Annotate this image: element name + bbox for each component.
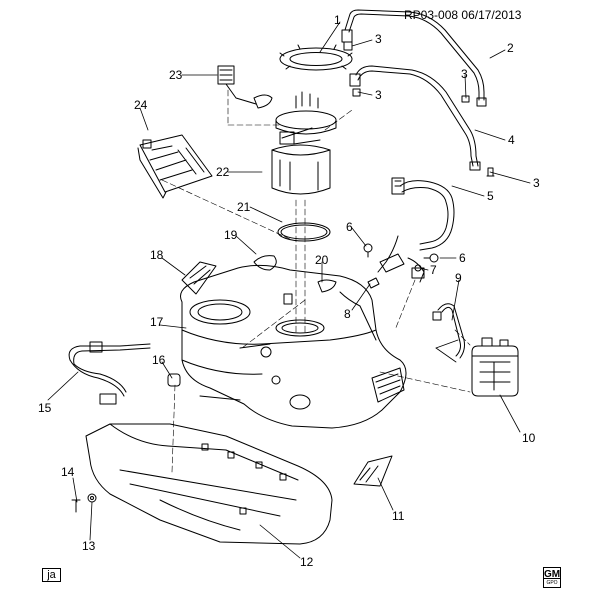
- callout-6-a: 6: [346, 220, 353, 234]
- callout-4: 4: [508, 133, 515, 147]
- callout-10: 10: [522, 431, 536, 445]
- diagram-reference-header: RP03-008 06/17/2013: [404, 8, 521, 22]
- clip-fasteners: [343, 41, 495, 177]
- callout-3-d: 3: [533, 176, 540, 190]
- wiring-harness: [377, 177, 455, 283]
- gm-logo-subtext: GPO: [546, 579, 558, 586]
- tank-clips: [253, 255, 337, 293]
- diagram-date: 06/17/2013: [461, 8, 522, 22]
- callout-12: 12: [300, 555, 314, 569]
- callout-20: 20: [315, 253, 329, 267]
- diagram-code: RP03-008: [404, 8, 459, 22]
- callout-9: 9: [455, 271, 462, 285]
- callout-15: 15: [38, 401, 52, 415]
- callout-5: 5: [487, 189, 494, 203]
- callout-1: 1: [334, 13, 341, 27]
- callout-16: 16: [152, 353, 166, 367]
- callout-23: 23: [169, 68, 183, 82]
- gm-logo-text: GM: [543, 568, 561, 580]
- filler-vent-hose: [68, 341, 151, 405]
- callout-13: 13: [82, 539, 96, 553]
- small-fasteners: [363, 243, 439, 289]
- callout-7: 7: [430, 263, 437, 277]
- alignment-lines: [161, 89, 471, 473]
- callout-21: 21: [237, 200, 251, 214]
- callout-19: 19: [224, 228, 238, 242]
- callout-3-c: 3: [375, 88, 382, 102]
- fuel-pump-seal: [277, 222, 331, 242]
- evap-canister: [471, 337, 519, 397]
- fuel-pump-control-module: [137, 134, 213, 199]
- callout-8: 8: [344, 307, 351, 321]
- callout-11: 11: [392, 509, 405, 523]
- callout-17: 17: [150, 315, 164, 329]
- shield-bolt-washer: [71, 493, 97, 513]
- callout-6-b: 6: [459, 251, 466, 265]
- tank-pad: [353, 455, 393, 487]
- callout-22: 22: [216, 165, 230, 179]
- fuel-level-sender: [217, 65, 273, 109]
- fuel-pump-module: [271, 91, 337, 195]
- callout-2: 2: [507, 41, 514, 55]
- callout-18: 18: [150, 248, 164, 262]
- gm-logo: GM GPO: [543, 567, 561, 588]
- callout-3-b: 3: [461, 67, 468, 81]
- vapor-hose: [432, 303, 465, 359]
- fuel-tank-shield: [85, 423, 333, 545]
- fuel-tank: [180, 264, 407, 429]
- callout-24: 24: [134, 98, 148, 112]
- lock-ring: [279, 44, 353, 71]
- tank-bumper: [167, 373, 181, 387]
- heat-insulator-pad: [181, 261, 217, 295]
- ja-label: ja: [42, 568, 61, 582]
- fuel-feed-pipe: [341, 9, 487, 107]
- leader-lines: [47, 21, 531, 559]
- callout-3-a: 3: [375, 32, 382, 46]
- callout-14: 14: [61, 465, 75, 479]
- fuel-return-pipe: [349, 65, 481, 171]
